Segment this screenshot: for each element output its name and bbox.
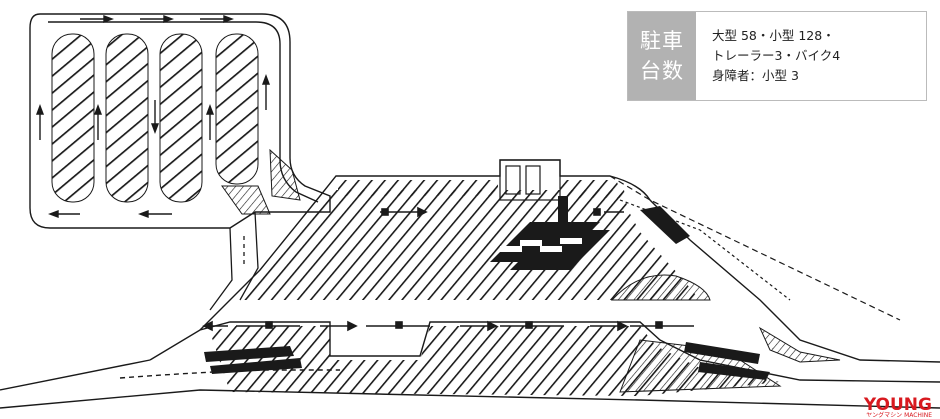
connector-ramp [209, 211, 259, 311]
legend-line-disabled: 身障者：小型 3 [712, 68, 799, 83]
road-lane-markings [202, 206, 694, 332]
facility-building [499, 159, 901, 321]
trailer-labels [500, 238, 582, 252]
young-machine-watermark: YOUNG ヤングマシン MACHINE [864, 397, 932, 419]
legend-label: 駐車 台数 [628, 12, 696, 100]
watermark-main: YOUNG [863, 395, 932, 415]
parking-capacity-legend: 駐車 台数 大型 58・小型 128・ トレーラー3・バイク4 身障者：小型 3 [627, 11, 927, 101]
legend-label-line2: 台数 [640, 59, 684, 83]
legend-body: 大型 58・小型 128・ トレーラー3・バイク4 身障者：小型 3 [696, 12, 926, 100]
legend-label-line1: 駐車 [640, 29, 684, 53]
legend-line-large-small: 大型 58・小型 128・ [712, 28, 835, 43]
watermark-sub: ヤングマシン MACHINE [866, 412, 932, 419]
legend-line-trailer-bike: トレーラー3・バイク4 [712, 48, 841, 63]
upper-lot-rows [51, 33, 301, 215]
upper-lot-arrows [35, 14, 271, 219]
road-signs [204, 342, 770, 380]
main-lot-outline [0, 159, 940, 409]
